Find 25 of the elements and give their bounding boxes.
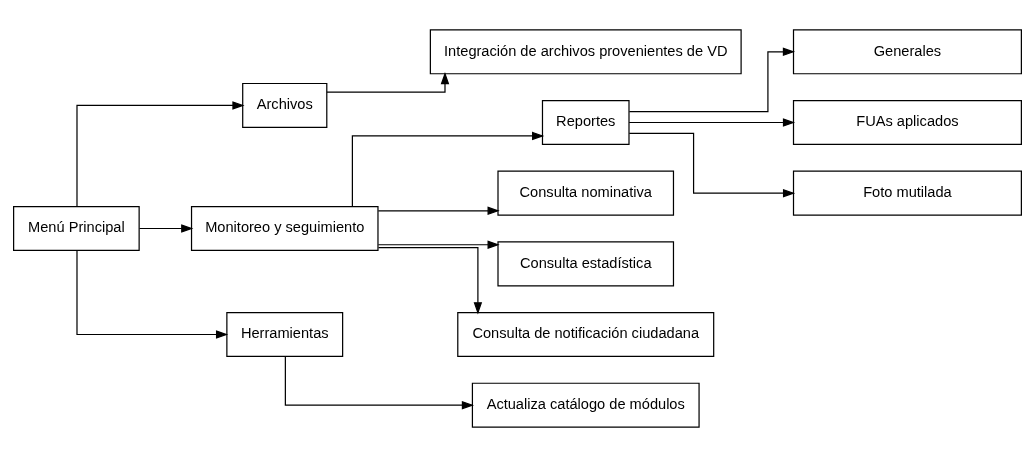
node-box: Menú Principal: [13, 205, 140, 251]
node-box: Consulta de notificación ciudadana: [457, 311, 715, 357]
arrow: [284, 355, 475, 409]
arrow: [377, 246, 483, 314]
arrow: [76, 100, 245, 207]
node-box: Consulta estadística: [497, 240, 675, 286]
node-box: Generales: [792, 28, 1022, 74]
arrow: [628, 117, 796, 127]
node-box: Reportes: [541, 99, 630, 145]
node-box: Herramientas: [226, 311, 344, 357]
arrow: [138, 223, 194, 233]
node-box: Actualiza catálogo de módulos: [471, 382, 700, 428]
node-box: FUAs aplicados: [792, 99, 1022, 145]
arrow: [628, 132, 796, 197]
node-box: Consulta nominativa: [497, 170, 675, 216]
node-box: Monitoreo y seguimiento: [190, 205, 379, 251]
arrow: [326, 71, 450, 93]
arrow: [377, 239, 500, 249]
node-box: Integración de archivos provenientes de VD: [429, 28, 742, 74]
arrow: [76, 249, 229, 339]
node-box: Foto mutilada: [792, 170, 1022, 216]
arrow: [351, 131, 545, 207]
node-box: Archivos: [242, 82, 328, 128]
arrow: [628, 47, 796, 112]
arrow: [377, 206, 500, 215]
